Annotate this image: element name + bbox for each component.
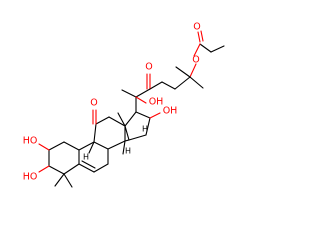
bond	[88, 141, 95, 154]
bond	[124, 125, 130, 141]
bond	[149, 81, 163, 90]
bond	[124, 139, 130, 142]
bond	[93, 141, 109, 150]
atom-labels: O O O OH O OH HO HO H H H	[23, 22, 201, 183]
bond	[38, 143, 50, 151]
bond	[128, 134, 147, 141]
bond	[135, 111, 151, 119]
bond	[175, 66, 191, 78]
bond	[193, 43, 201, 57]
bond	[107, 140, 126, 150]
bond	[135, 88, 151, 98]
bond	[189, 76, 204, 89]
c11-ketone-oxygen-label: O	[90, 98, 97, 109]
side-chain-ketone-oxygen-label: O	[145, 62, 152, 73]
bond	[93, 163, 109, 173]
c3-hydroxyl-label: HO	[23, 172, 38, 183]
bond	[189, 63, 197, 78]
bond	[78, 163, 95, 173]
bond	[117, 112, 126, 127]
c2-hydroxyl-label: HO	[23, 136, 38, 147]
c16-hydroxyl-label: OH	[163, 106, 178, 117]
ester-oxygen-label: O	[192, 55, 199, 66]
carbonyl-oxygen-label: O	[193, 22, 200, 33]
c10-hydrogen-label: H	[83, 153, 89, 162]
bond	[149, 112, 161, 119]
bond	[63, 141, 80, 151]
bond	[48, 141, 65, 151]
bond	[48, 165, 65, 175]
bond	[200, 30, 204, 42]
c17-hydrogen-label: H	[142, 125, 148, 134]
bond	[161, 81, 176, 90]
bond	[199, 43, 212, 53]
bond	[145, 117, 151, 136]
bond	[81, 160, 96, 169]
bond	[63, 163, 80, 175]
bond	[122, 140, 126, 155]
bond	[135, 96, 147, 104]
molecule-drawing: O O O OH O OH HO HO H H H	[23, 22, 225, 188]
bond	[174, 76, 191, 90]
bond	[78, 141, 95, 151]
bond	[54, 173, 65, 187]
bond	[95, 116, 110, 125]
bond	[93, 123, 97, 143]
bond	[121, 89, 137, 98]
bond	[197, 31, 201, 43]
structure-canvas: O O O OH O OH HO HO H H H	[23, 22, 225, 188]
bond	[124, 111, 137, 127]
c8-hydrogen-label: H	[125, 147, 131, 156]
c20-hydroxyl-label: OH	[149, 97, 164, 108]
bond	[38, 165, 50, 173]
bond	[210, 45, 225, 53]
bond	[63, 173, 73, 188]
bond	[108, 116, 126, 127]
bond-set	[38, 30, 225, 188]
